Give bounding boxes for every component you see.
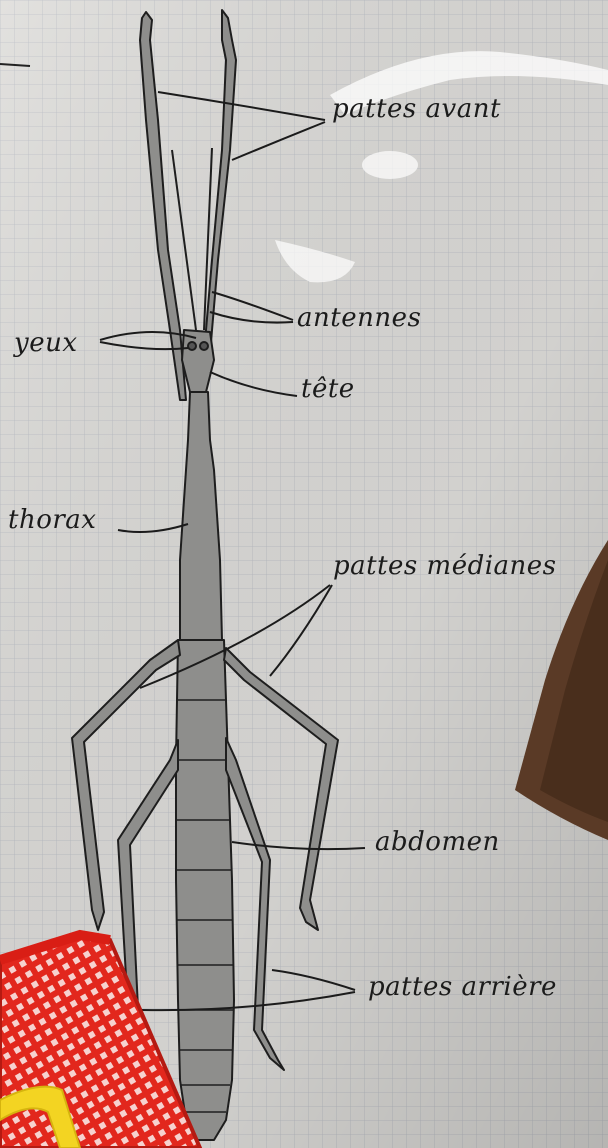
label-thorax: thorax [8,505,96,535]
label-pattes-medianes: pattes médianes [333,551,557,581]
label-pattes-avant: pattes avant [332,94,501,124]
label-antennes: antennes [297,303,421,333]
label-yeux: yeux [14,328,77,358]
label-pattes-arriere: pattes arrière [368,972,557,1002]
label-abdomen: abdomen [375,827,500,857]
label-tete: tête [301,374,355,404]
